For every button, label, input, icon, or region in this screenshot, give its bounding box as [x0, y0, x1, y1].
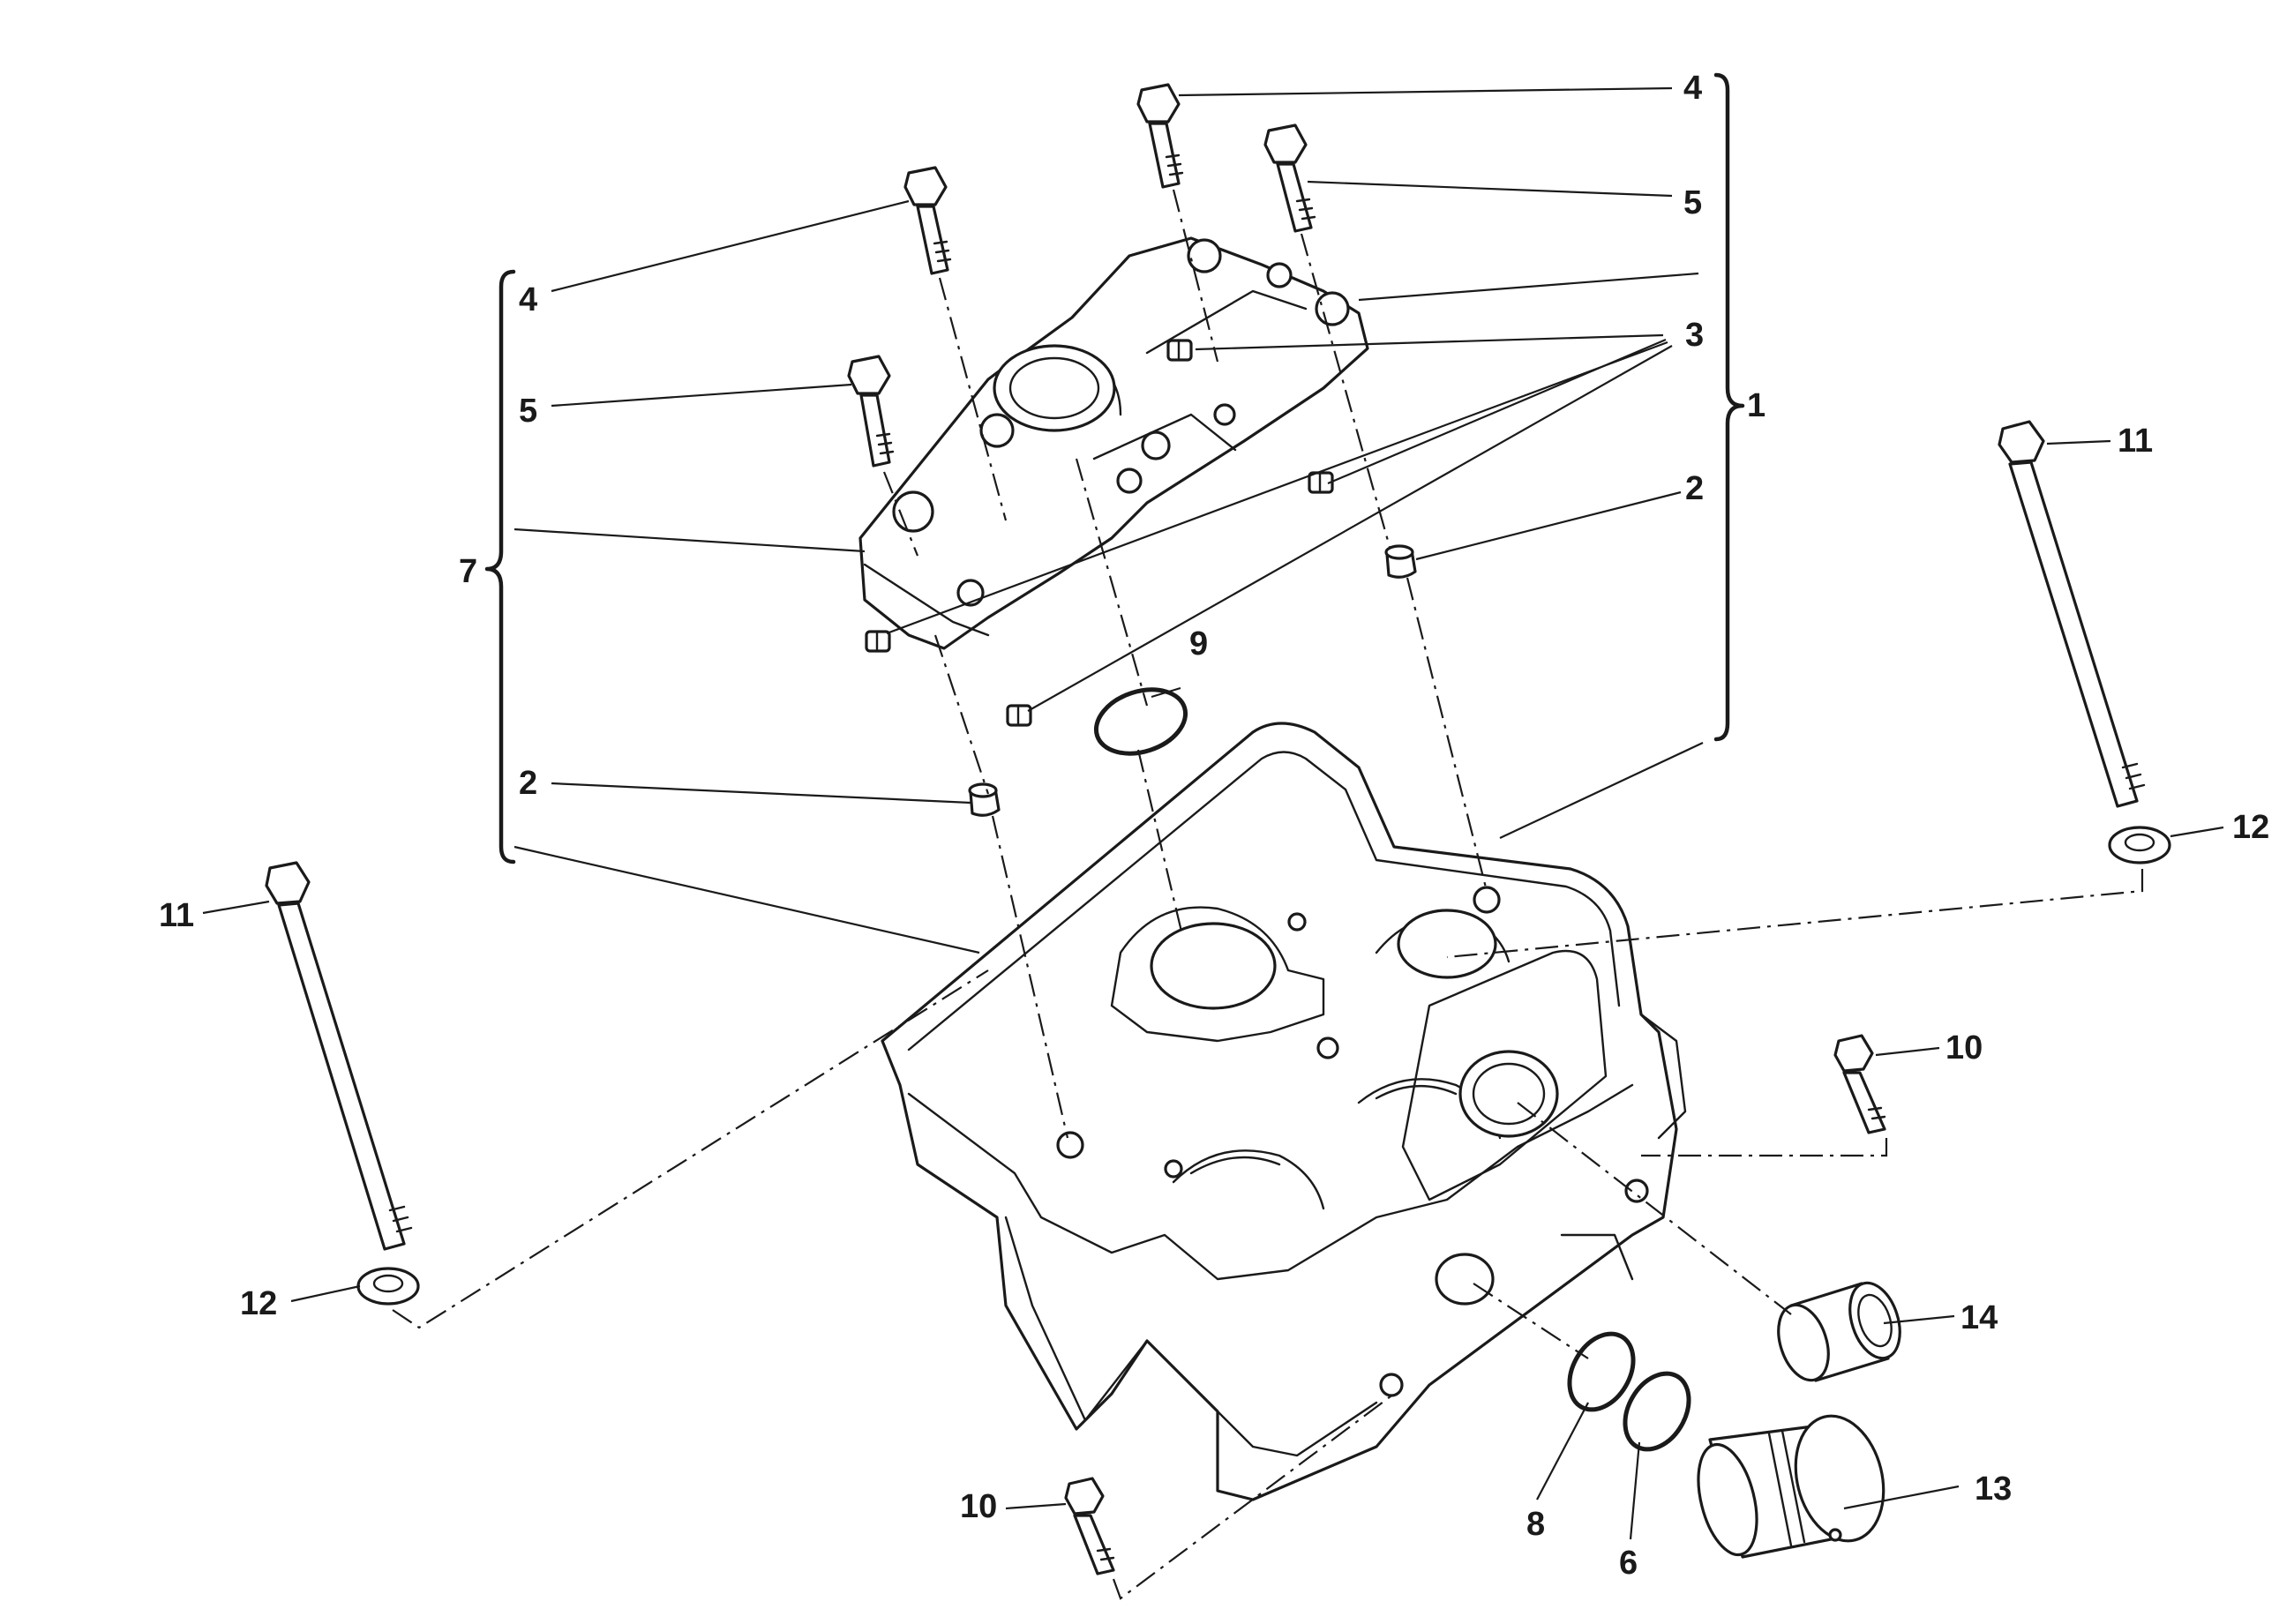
tube-13: [1697, 1414, 1885, 1559]
long-bolt-11-left: [265, 861, 413, 1251]
callout-labels: 1 2 2 3 4 4 5 5 6 7 8 9 10 10 11 11 12 1…: [159, 70, 2269, 1582]
callout-12-right: 12: [2232, 809, 2269, 846]
washer-12-right: [2108, 826, 2171, 864]
fitting-3-d: [1006, 704, 1032, 727]
assembly-bracket-1: [1713, 72, 1745, 742]
dowel-2-left: [968, 782, 1001, 817]
assembly-axes: [392, 189, 2144, 1600]
fitting-3-a: [1166, 339, 1193, 362]
bolt-4-left: [903, 166, 952, 275]
callout-11-right: 11: [2118, 423, 2153, 460]
bolt-10-right: [1833, 1034, 1886, 1134]
assembly-bracket-7: [484, 269, 516, 864]
long-bolt-11-right: [1998, 420, 2146, 808]
callout-1: 1: [1747, 387, 1765, 424]
bolt-5-upper: [1263, 123, 1316, 233]
callout-6: 6: [1619, 1545, 1638, 1582]
callout-10-right: 10: [1945, 1029, 1983, 1066]
camshaft-carrier: [858, 236, 1369, 650]
callout-5-left: 5: [519, 393, 537, 430]
o-ring-9: [1093, 687, 1188, 756]
callout-3: 3: [1685, 317, 1704, 354]
sleeve-14: [1777, 1281, 1901, 1382]
callout-4-upper: 4: [1683, 70, 1702, 107]
washer-12-left: [356, 1267, 420, 1306]
bolt-5-left: [847, 355, 895, 468]
dowel-2-right: [1384, 544, 1417, 579]
callout-9: 9: [1189, 625, 1208, 662]
callout-5-upper: 5: [1683, 184, 1702, 221]
bolt-4-upper: [1136, 83, 1184, 189]
callout-10-left: 10: [960, 1488, 997, 1525]
o-ring-8: [1567, 1331, 1636, 1412]
callout-13: 13: [1975, 1471, 2012, 1508]
callout-2-right: 2: [1685, 470, 1704, 507]
callout-2-left: 2: [519, 765, 537, 802]
leader-lines: [202, 86, 2224, 1540]
callout-8: 8: [1526, 1506, 1545, 1543]
callout-12-left: 12: [240, 1285, 277, 1322]
fitting-3-c: [865, 630, 891, 653]
bolt-10-left: [1064, 1477, 1115, 1575]
o-ring-6: [1623, 1371, 1691, 1452]
callout-7: 7: [459, 553, 477, 590]
callout-4-left: 4: [519, 281, 537, 318]
callout-11-left: 11: [159, 897, 194, 934]
cylinder-head: [881, 722, 1687, 1501]
callout-14: 14: [1960, 1299, 1998, 1336]
